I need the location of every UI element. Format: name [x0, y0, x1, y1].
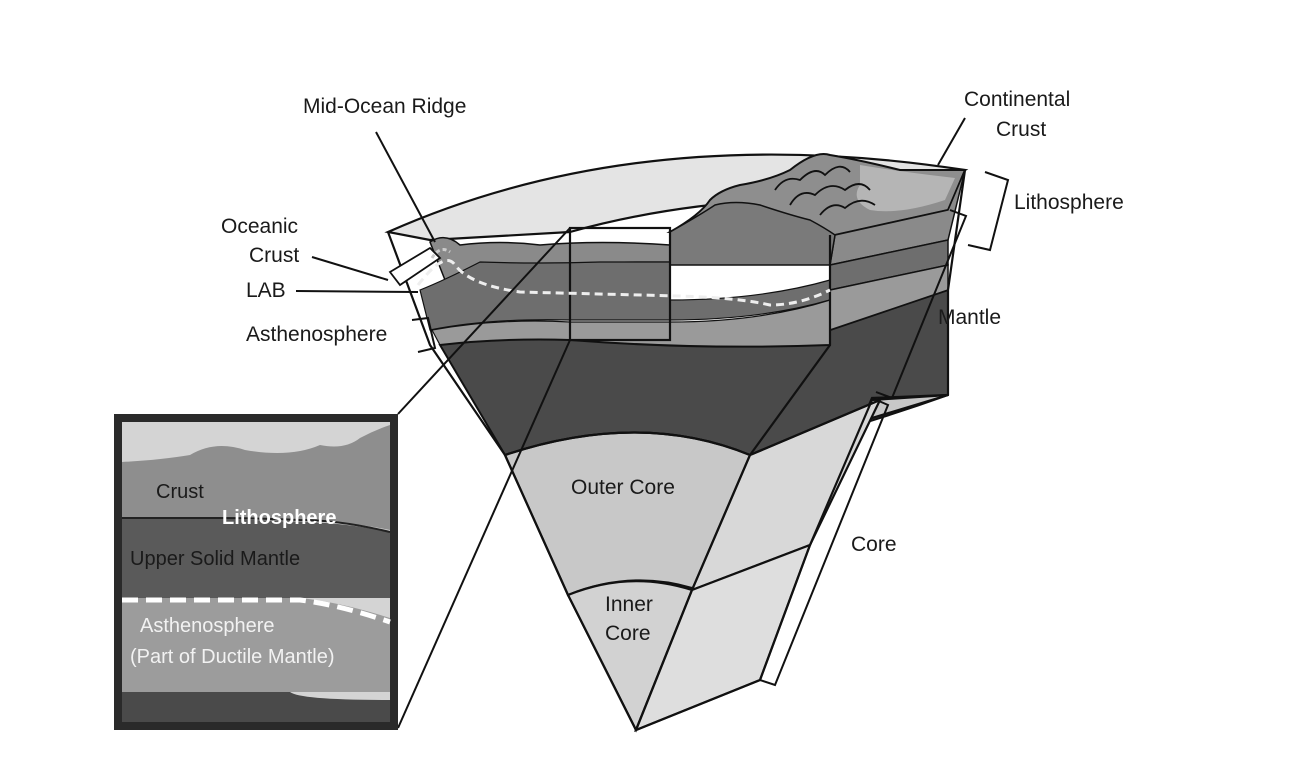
mountain-line-2 [789, 183, 871, 206]
zoom-connector-top [397, 227, 571, 415]
inset-lithosphere-boundary [122, 517, 391, 533]
lab-label: LAB [246, 279, 286, 302]
lab-dashed-line [416, 259, 831, 307]
zoom-box [568, 226, 672, 342]
inset-lithosphere-mantle [122, 518, 390, 598]
mantle-label: Mantle [938, 306, 1001, 329]
oceanic-crust-label-1: Oceanic [221, 215, 298, 238]
zoom-connector-bottom [397, 339, 571, 729]
inset-lower [122, 692, 390, 722]
mid-ocean-ridge-leader [375, 131, 436, 243]
inner-core-label-2: Core [605, 622, 651, 645]
inset-crust [122, 425, 390, 530]
inset-asthenosphere-dashed [122, 597, 391, 625]
oceanic-crust-label-2: Crust [249, 244, 299, 267]
earth-wedge [384, 153, 969, 733]
oceanic-crust-block [388, 246, 442, 287]
continental-crust-leader [937, 117, 966, 166]
continental-front-face [669, 201, 836, 266]
continental-crust-label-2: Crust [996, 118, 1046, 141]
inset-asthenosphere-label: Asthenosphere [140, 615, 275, 637]
core-bracket [759, 397, 890, 687]
inner-core-label-1: Inner [605, 593, 653, 616]
outer-core-label: Outer Core [571, 476, 675, 499]
mountain-line-3 [819, 199, 876, 216]
mantle-core-boundary [504, 398, 881, 457]
oceanic-crust-leader [311, 256, 389, 281]
inset-ductile-label: (Part of Ductile Mantle) [130, 646, 335, 668]
inset-asthenosphere [122, 598, 390, 692]
ridge-dashed-line [430, 248, 451, 259]
mantle-bracket [875, 209, 968, 400]
lab-leader [295, 290, 419, 293]
continental-crust-light [856, 165, 955, 212]
lithosphere-bracket [967, 171, 1010, 252]
continental-crust-label-1: Continental [964, 88, 1070, 111]
inset-panel: Crust Lithosphere Upper Solid Mantle Ast… [114, 414, 398, 730]
core-label: Core [851, 533, 897, 556]
lithosphere-label: Lithosphere [1014, 191, 1124, 214]
mid-ocean-ridge-label: Mid-Ocean Ridge [303, 95, 466, 118]
mountain-line-1 [774, 165, 851, 191]
asthenosphere-bracket [411, 316, 437, 353]
asthenosphere-label: Asthenosphere [246, 323, 387, 346]
inset-upper-mantle-label: Upper Solid Mantle [130, 548, 300, 570]
inset-crust-label: Crust [156, 481, 204, 503]
inset-lithosphere-label: Lithosphere [222, 507, 336, 529]
